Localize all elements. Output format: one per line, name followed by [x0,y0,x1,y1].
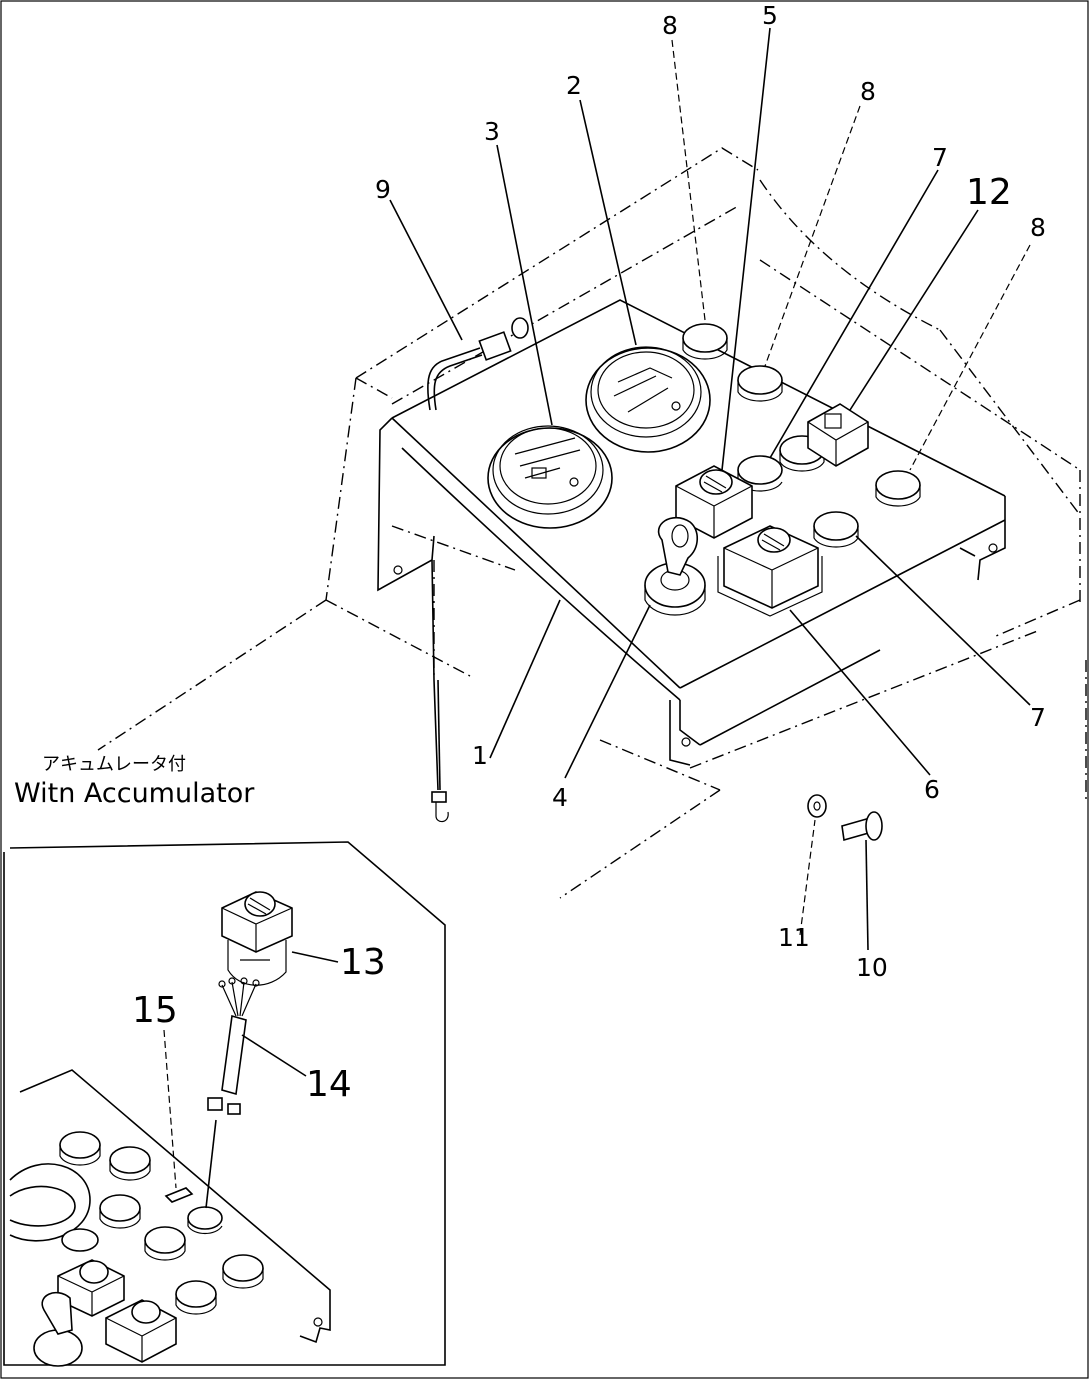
key-switch-4 [644,516,706,616]
leader-lines [389,27,1031,951]
callout-8-right: 8 [1030,213,1046,242]
callout-9: 9 [375,175,391,204]
bolt-10 [841,811,883,842]
callout-14: 14 [306,1064,352,1105]
accumulator-inset [3,841,446,1367]
callout-11: 11 [778,923,810,952]
callout-1: 1 [472,741,488,770]
callout-10: 10 [856,953,888,982]
callout-13: 13 [340,942,386,983]
callout-6: 6 [924,775,940,804]
callout-5: 5 [762,1,778,30]
gauge-3 [487,425,613,529]
callout-7-bottom: 7 [1030,703,1046,732]
switch-6 [717,525,823,617]
callout-8-top: 8 [662,11,678,40]
callout-labels: 8 5 2 8 3 7 12 8 9 7 6 1 4 11 10 13 14 1… [132,1,1046,1105]
plug-8a [682,323,728,360]
callout-7-top: 7 [932,143,948,172]
callout-15: 15 [132,990,178,1031]
inset-note-jp: アキュムレータ付 [42,754,186,775]
plug-8b [737,365,783,402]
console-housing [97,147,1087,899]
washer-11 [807,794,827,818]
callout-12: 12 [966,172,1012,213]
switch-5 [675,465,753,539]
switch-12 [807,403,869,467]
inset-caption: Witn Accumulator [14,778,255,809]
callout-3: 3 [484,117,500,146]
plug-8c [875,470,921,507]
switch-13 [221,891,293,986]
instrument-panel [377,299,1006,766]
gauge-2 [585,346,711,453]
callout-4: 4 [552,783,568,812]
harness-14 [207,977,260,1115]
callout-8-mid: 8 [860,77,876,106]
wire-harness-9 [427,317,529,823]
plug-7c [813,511,859,548]
callout-2: 2 [566,71,582,100]
